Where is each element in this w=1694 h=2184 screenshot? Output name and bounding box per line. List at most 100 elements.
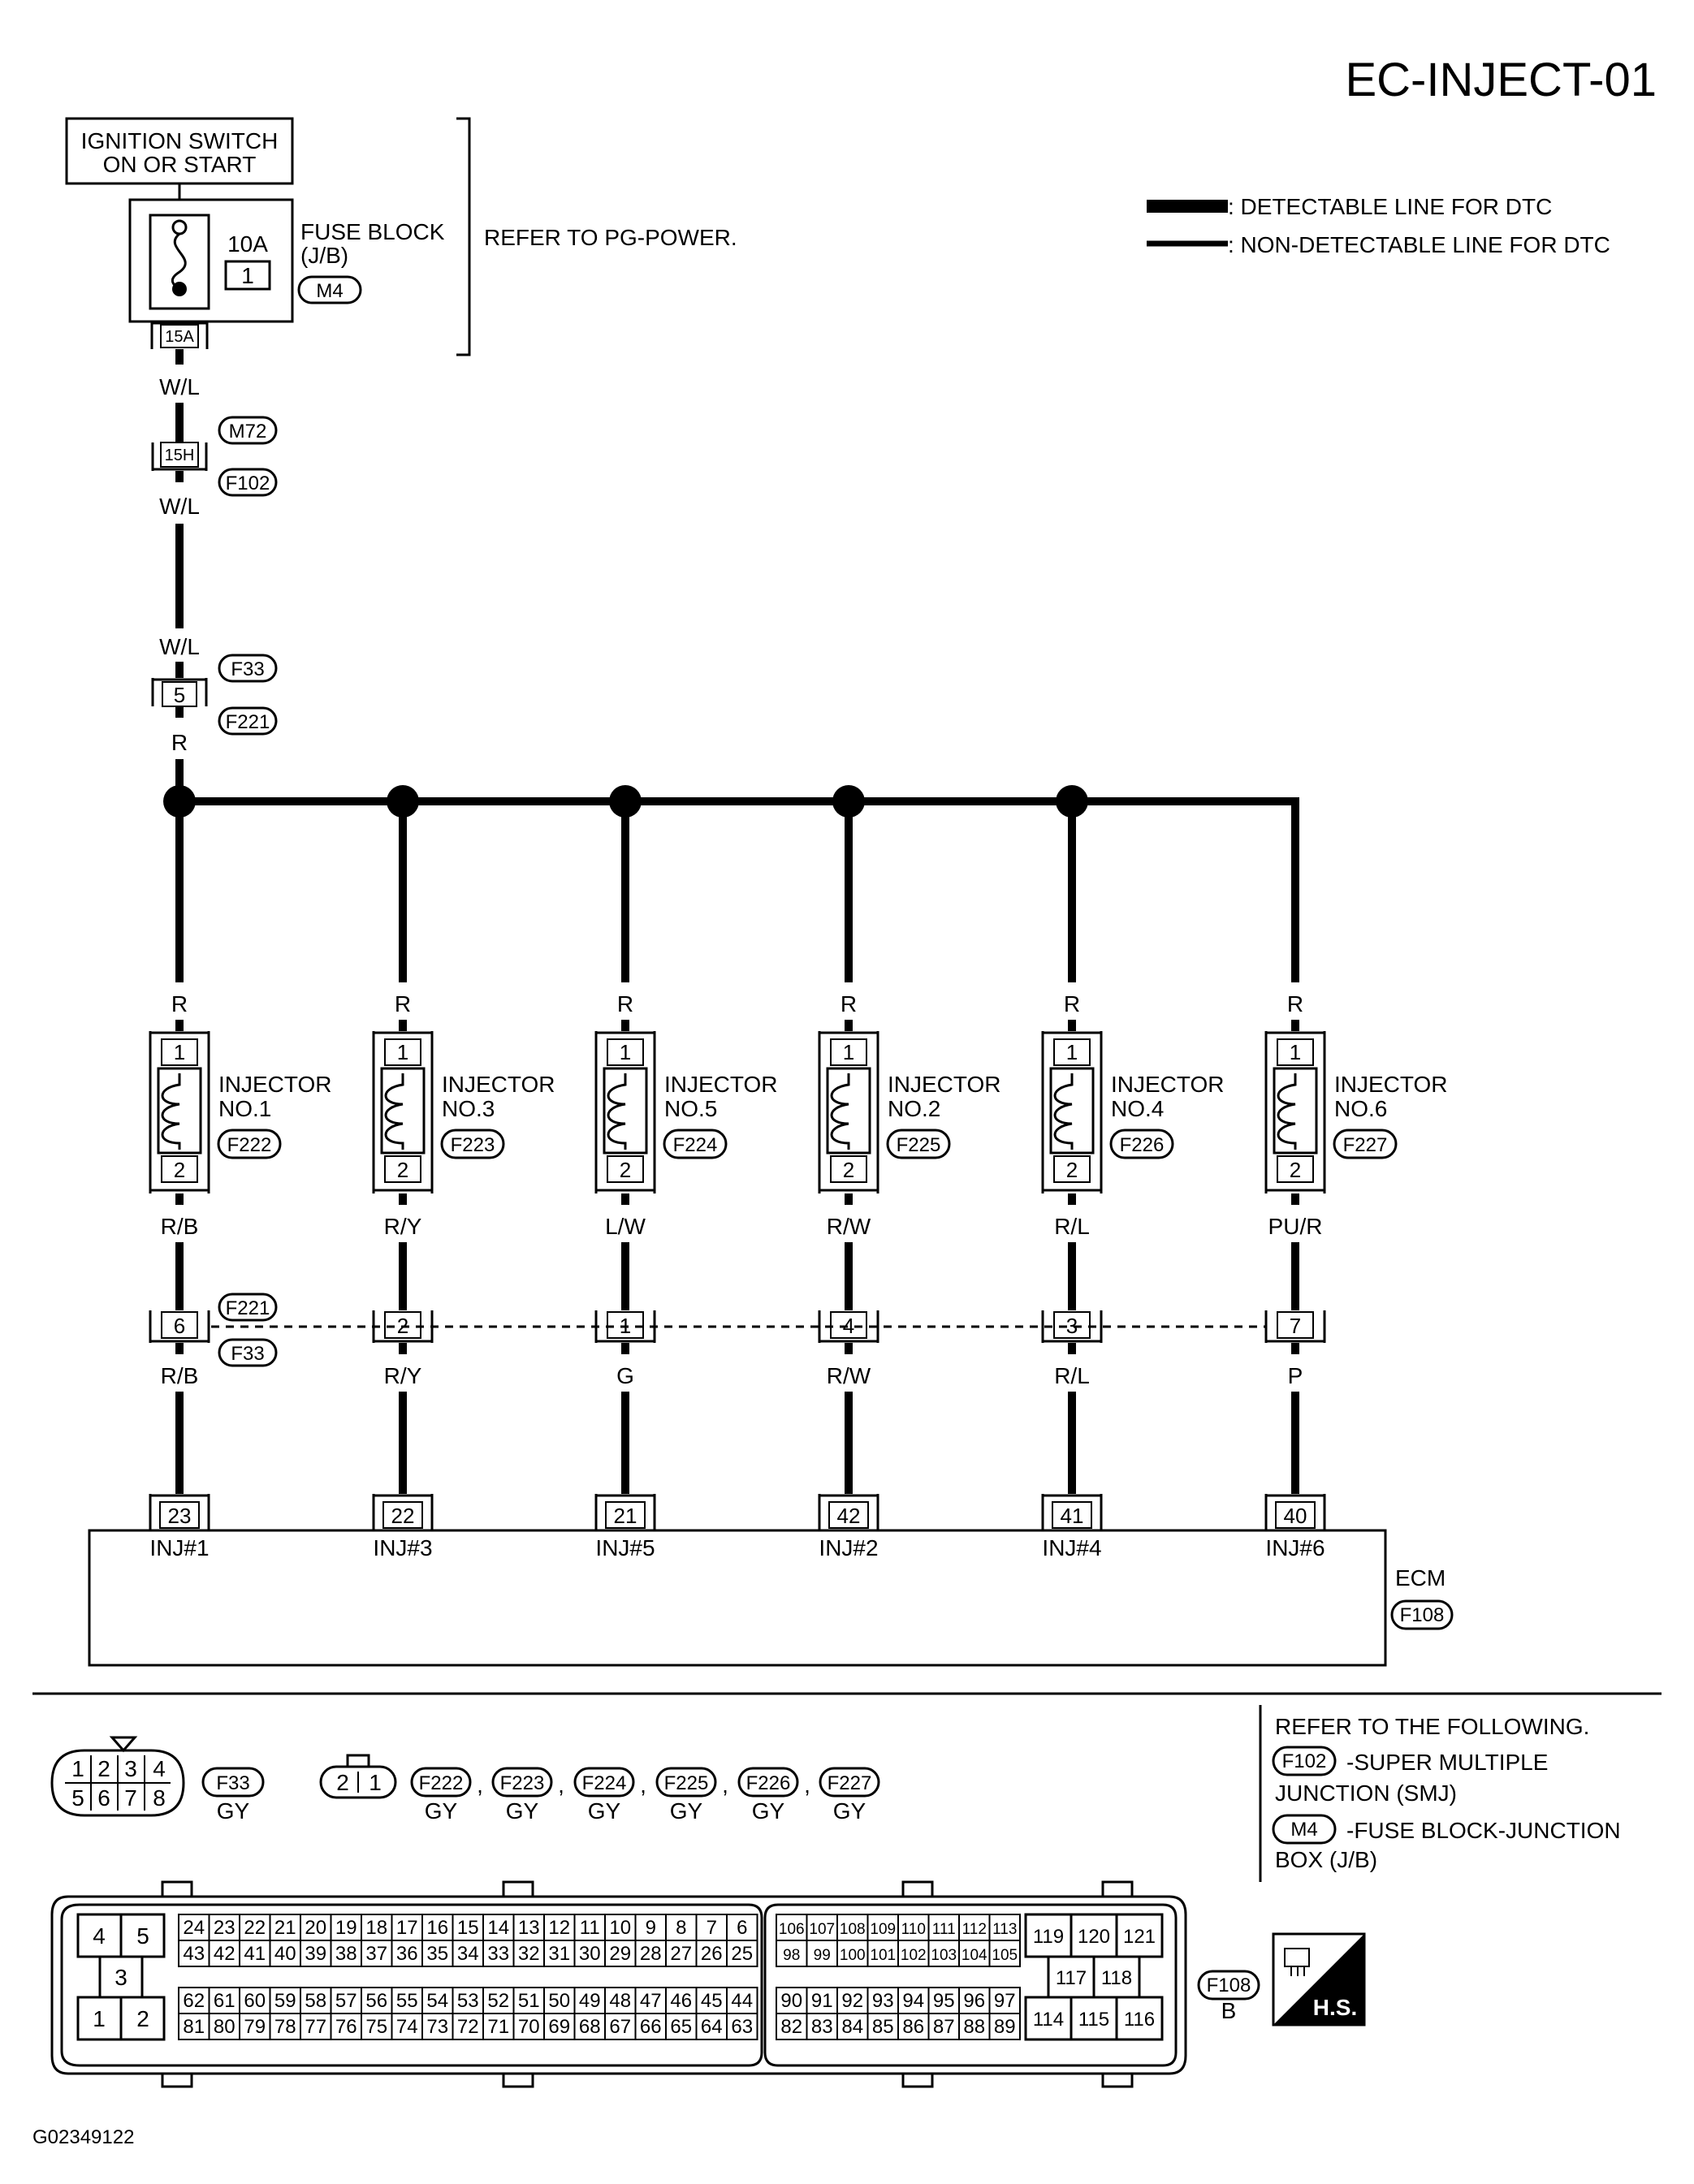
svg-text:3: 3 — [124, 1756, 137, 1781]
ecm-grid-pin: 79 — [244, 2016, 266, 2038]
svg-text:7: 7 — [124, 1785, 137, 1811]
injector-connector: F222 — [227, 1134, 272, 1156]
refer-item2-conn: M4 — [1290, 1819, 1317, 1841]
refer-item1-text1: -SUPER MULTIPLE — [1346, 1750, 1548, 1775]
ecm-grid-pin: 56 — [365, 1990, 387, 2012]
ecm-terminal-label: INJ#1 — [149, 1535, 209, 1560]
injector-connector: F227 — [1343, 1134, 1388, 1156]
ecm-grid-pin: 15 — [457, 1917, 479, 1939]
separator-comma: , — [722, 1772, 728, 1798]
refer-bracket — [456, 117, 471, 356]
legend-non-detectable-text: : NON-DETECTABLE LINE FOR DTC — [1228, 232, 1610, 257]
ecm-grid-pin: 9 — [646, 1917, 656, 1939]
ecm-grid-pin: 92 — [841, 1990, 863, 2012]
injector-number: NO.3 — [442, 1096, 495, 1121]
ecm-grid-pin: 67 — [609, 2016, 631, 2038]
coil-icon — [384, 1073, 404, 1150]
injector-pin-in: 1 — [1290, 1040, 1301, 1064]
ecm-grid-pin: 21 — [274, 1917, 296, 1939]
wire-color-in: R — [395, 991, 411, 1016]
inj-face-conn-name: F222 — [419, 1772, 464, 1794]
ecm-grid-pin: 17 — [396, 1917, 418, 1939]
svg-text:6: 6 — [97, 1785, 110, 1811]
wire-color-mid: PU/R — [1268, 1214, 1323, 1239]
ecm-grid-pin: 85 — [872, 2016, 894, 2038]
ecm-grid-pin: 71 — [487, 2016, 509, 2038]
inj-face-conn-color: GY — [588, 1798, 621, 1824]
smj-conn-f102: F102 — [226, 473, 270, 494]
ecm-grid-pin: 53 — [457, 1990, 479, 2012]
ecm-face-color: B — [1221, 1998, 1237, 2023]
ecm-grid-pin: 49 — [579, 1990, 601, 2012]
ecm-terminal-label: INJ#5 — [595, 1535, 655, 1560]
ecm-grid-pin: 19 — [335, 1917, 357, 1939]
svg-text:15H: 15H — [165, 447, 195, 464]
ecm-grid-pin: 97 — [994, 1990, 1016, 2012]
wire-color-ecm: R/B — [161, 1363, 199, 1388]
wire-color-mid: L/W — [605, 1214, 646, 1239]
svg-text:1: 1 — [369, 1770, 382, 1795]
refer-item1-conn: F102 — [1282, 1750, 1327, 1772]
legend: : DETECTABLE LINE FOR DTC : NON-DETECTAB… — [1147, 194, 1610, 257]
ecm-pin: 42 — [837, 1504, 861, 1528]
inj-face-conn-name: F224 — [582, 1772, 627, 1794]
separator-comma: , — [804, 1772, 810, 1798]
ecm-grid-pin: 89 — [994, 2016, 1016, 2038]
injector-name: INJECTOR — [218, 1072, 332, 1097]
ecm-grid-pin: 62 — [183, 1990, 205, 2012]
inj-face-conn-color: GY — [425, 1798, 458, 1824]
ecm-terminal-label: INJ#6 — [1265, 1535, 1325, 1560]
injector-pin-out: 2 — [397, 1158, 408, 1182]
fuse-block: 10A 1 FUSE BLOCK (J/B) M4 — [128, 198, 445, 323]
fuse-icon — [171, 232, 187, 291]
ecm-grid-pin: 82 — [780, 2016, 802, 2038]
ecm-grid-pin: 34 — [457, 1943, 479, 1965]
ecm-grid-pin: 95 — [933, 1990, 955, 2012]
svg-text:4: 4 — [93, 1923, 106, 1949]
ecm-pin: 21 — [614, 1504, 637, 1528]
ecm-grid-pin: 24 — [183, 1917, 205, 1939]
ecm-grid-pin: 75 — [365, 2016, 387, 2038]
ignition-switch: IGNITION SWITCH ON OR START — [65, 117, 294, 185]
ecm-grid-pin: 39 — [305, 1943, 326, 1965]
ecm-grid-pin: 13 — [518, 1917, 540, 1939]
ecm-grid-pin: 43 — [183, 1943, 205, 1965]
ecm-grid-pin: 98 — [783, 1947, 800, 1964]
ecm-grid-pin: 102 — [901, 1947, 927, 1964]
fuse-number: 1 — [241, 263, 254, 288]
svg-text:117: 117 — [1056, 1967, 1087, 1989]
inj-face-conn-name: F225 — [664, 1772, 709, 1794]
ecm-pin: 41 — [1061, 1504, 1084, 1528]
junction-conn-f33: F33 — [231, 1343, 264, 1365]
svg-text:5: 5 — [136, 1923, 149, 1949]
injector-pin-in: 1 — [397, 1040, 408, 1064]
injector-name: INJECTOR — [664, 1072, 778, 1097]
ecm-grid-pin: 28 — [640, 1943, 662, 1965]
coil-icon — [1053, 1073, 1074, 1150]
ecm-grid-pin: 26 — [701, 1943, 723, 1965]
separator-comma: , — [558, 1772, 564, 1798]
svg-text:121: 121 — [1123, 1926, 1156, 1948]
ecm-terminal-label: INJ#2 — [819, 1535, 878, 1560]
svg-text:5: 5 — [174, 683, 185, 707]
svg-text:8: 8 — [153, 1785, 166, 1811]
injector-pin-in: 1 — [843, 1040, 854, 1064]
ecm-grid-pin: 51 — [518, 1990, 540, 2012]
smj-conn-m72: M72 — [229, 421, 267, 442]
wire-color-ecm: R/Y — [384, 1363, 422, 1388]
ecm-grid-pin: 103 — [931, 1947, 957, 1964]
ecm-grid-pin: 84 — [841, 2016, 863, 2038]
ecm-grid-pin: 108 — [840, 1921, 866, 1938]
wire-color-in: R — [617, 991, 633, 1016]
ecm-grid-pin: 96 — [963, 1990, 985, 2012]
ecm-grid-pin: 99 — [814, 1947, 831, 1964]
ecm-grid-pin: 36 — [396, 1943, 418, 1965]
svg-text:2: 2 — [136, 2006, 149, 2031]
ecm-grid-pin: 6 — [737, 1917, 747, 1939]
ecm-grid-pin: 91 — [811, 1990, 833, 2012]
